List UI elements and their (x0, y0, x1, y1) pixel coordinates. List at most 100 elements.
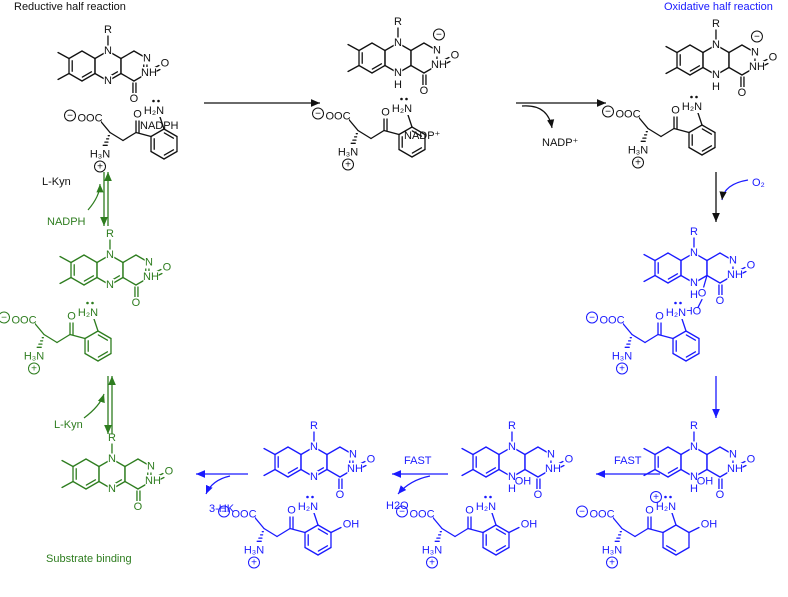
double-bond (495, 528, 507, 535)
flavin-ring-c (124, 480, 139, 490)
label-background (162, 261, 172, 274)
phenol-oh: OH (701, 518, 718, 530)
flavin-ring-a (85, 480, 100, 490)
methyl (59, 255, 72, 264)
double-bond (495, 545, 507, 552)
n3h: NH (143, 271, 159, 283)
carboxylate-charge (64, 109, 77, 122)
c2-oxygen: O (367, 453, 376, 465)
h2o-release-curve (397, 475, 431, 495)
lone-pair-dot (484, 495, 487, 499)
label-background (243, 544, 265, 557)
label-background (689, 277, 699, 289)
lone-pair-dot (664, 495, 667, 499)
iminium-charge (650, 491, 662, 503)
label-background (431, 59, 447, 71)
double-bond (317, 545, 329, 552)
n5: N (310, 471, 318, 483)
substrate-binding-title: Substrate binding (46, 553, 132, 565)
label-background (77, 307, 99, 319)
kyn-ring (317, 546, 332, 556)
n5: N (106, 279, 114, 291)
aromatic-amine: H₂N (392, 103, 412, 115)
double-bond (667, 273, 679, 280)
n1: N (729, 448, 737, 460)
c4-oxygen: O (534, 489, 543, 501)
flavin-ring-c (122, 254, 137, 264)
n3h: NH (727, 463, 743, 475)
n1: N (547, 448, 555, 460)
flavin-ring-a (371, 42, 386, 52)
methyl (59, 276, 72, 285)
label-background (601, 544, 623, 557)
aromatic-amine: H₂N (144, 105, 164, 117)
methyl (643, 447, 656, 456)
phenol-bond (688, 526, 700, 534)
methyl (347, 64, 360, 73)
double-bond (665, 545, 677, 552)
ammonium-charge-sign: + (609, 558, 615, 569)
flavin-ring-c (728, 44, 743, 54)
carboxylate: OOC (77, 112, 102, 124)
carboxylate-charge-sign: − (579, 507, 585, 518)
label-background (768, 51, 778, 64)
carboxylate-charge-sign: − (221, 507, 227, 518)
n5: N (394, 67, 402, 79)
n3h: NH (727, 269, 743, 281)
methyl (61, 480, 74, 489)
n3h: NH (347, 463, 363, 475)
label-background (391, 103, 413, 115)
c2-oxygen: O (769, 51, 778, 63)
label-background (103, 45, 113, 57)
label-background (143, 271, 159, 283)
flavin-ring-c (122, 276, 137, 286)
n5-h: H (712, 81, 720, 93)
double-bond (411, 130, 423, 137)
label-background (681, 101, 703, 113)
flavin-ring-a (274, 446, 289, 456)
n1-charge (750, 30, 763, 43)
flavin-ring-a (68, 72, 83, 82)
label-background (141, 67, 157, 79)
lone-pair-dot (695, 95, 698, 99)
label-background (697, 287, 707, 300)
flavin-ring-a (70, 254, 85, 264)
flavin-ring-c (124, 458, 139, 468)
carboxylate-bond (637, 115, 649, 130)
carboxylate-bond (99, 119, 111, 134)
label-background (711, 39, 721, 51)
label-background (233, 508, 255, 521)
carboxylate: OOC (11, 314, 36, 326)
label-background (601, 314, 623, 327)
label-background (13, 314, 35, 327)
c4a-oxygen: O (698, 287, 707, 299)
n3h: NH (145, 475, 161, 487)
double-bond (287, 467, 299, 474)
double-bond (85, 479, 97, 486)
methylene-bond (644, 333, 659, 344)
flavin-ring-c (706, 446, 721, 456)
n3h: NH (545, 463, 561, 475)
amine-bond (697, 112, 703, 126)
kyn-ring (482, 546, 497, 556)
flavin-ring-c (524, 468, 539, 478)
double-bond (163, 149, 175, 156)
kyn-ring (97, 352, 112, 362)
carboxylate-bond (33, 321, 45, 336)
alpha-carbon-bond (357, 129, 372, 140)
label-background (749, 61, 765, 73)
double-bond (97, 334, 109, 341)
ammonium: H₃N (628, 144, 648, 156)
label-background (715, 489, 725, 501)
carboxylate-charge-sign: − (589, 313, 595, 324)
phenol-oh: OH (521, 518, 538, 530)
alpha-carbon-bond (263, 527, 278, 538)
carboxylate-charge-sign: − (1, 313, 7, 324)
lone-pair-dot (489, 495, 492, 499)
carboxylate: OOC (231, 508, 256, 520)
ketone-oxygen: O (67, 310, 76, 322)
lone-pair-dot (157, 99, 160, 103)
flavin-ring-a (358, 42, 373, 52)
ammonium-charge (606, 556, 619, 569)
ketone-oxygen: O (671, 104, 680, 116)
